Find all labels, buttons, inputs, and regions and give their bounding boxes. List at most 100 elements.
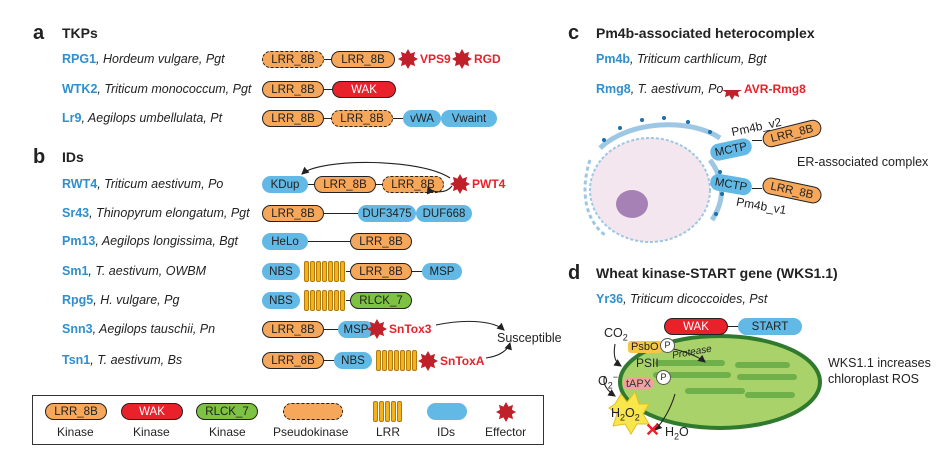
domain-lrr8b: LRR_8B — [314, 176, 376, 193]
panel-d-title: Wheat kinase-START gene (WKS1.1) — [596, 265, 838, 281]
domain-lrr8b: LRR_8B — [350, 233, 412, 250]
gene-name: Pm4b — [596, 52, 631, 66]
effector-icon — [452, 49, 472, 69]
domain-wak: WAK — [332, 81, 396, 98]
linker — [728, 326, 738, 327]
effector-label-avr-rmg8: AVR-Rmg8 — [744, 82, 806, 96]
legend-label-kinase: Kinase — [133, 425, 170, 439]
species-pathogen: , T. aestivum, OWBM — [88, 264, 207, 278]
co2-sub: 2 — [622, 332, 628, 343]
cell-er-diagram — [583, 90, 742, 243]
ros-note-line1: WKS1.1 increases — [828, 356, 931, 370]
gene-name: Snn3 — [62, 322, 93, 336]
linker — [346, 300, 350, 301]
domain-vwaint: Vwaint — [441, 110, 497, 127]
species-pathogen: , Triticum dicoccoides, Pst — [623, 292, 768, 306]
row-rpg1-label: RPG1, Hordeum vulgare, Pgt — [62, 52, 225, 66]
species-pathogen: , Aegilops tauschii, Pn — [92, 322, 216, 336]
domain-msp: MSP — [338, 321, 374, 338]
row-sm1-label: Sm1, T. aestivum, OWBM — [62, 264, 206, 278]
gene-name: Rmg8 — [596, 82, 631, 96]
legend-label-kinase: Kinase — [209, 425, 246, 439]
gene-name: Lr9 — [62, 111, 82, 125]
legend-box: LRR_8B Kinase WAK Kinase RLCK_7 Kinase P… — [32, 395, 544, 445]
domain-pseudokinase-lrr8b: LRR_8B — [262, 51, 324, 68]
yr36-label: Yr36, Triticum dicoccoides, Pst — [596, 292, 767, 306]
species-pathogen: , T. aestivum, Po — [630, 82, 724, 96]
effector-icon — [418, 351, 438, 371]
legend-swatch-effector-icon — [496, 402, 516, 422]
gene-name: Sr43 — [62, 206, 90, 220]
phospho-badge: P — [656, 370, 671, 385]
h2o-label: H2O — [665, 425, 689, 442]
legend-label-lrr: LRR — [376, 425, 401, 439]
psii-label: PSII — [636, 356, 659, 370]
linker — [324, 360, 334, 361]
effector-label-rgd: RGD — [474, 52, 501, 66]
co2-label: CO2 — [604, 326, 628, 343]
gene-name: Pm13 — [62, 234, 96, 248]
panel-b-letter: b — [33, 146, 46, 168]
legend-swatch-pseudokinase — [283, 403, 343, 420]
gene-name: RWT4 — [62, 177, 98, 191]
domain-vwa: vWA — [403, 110, 441, 127]
h2o2-sub1: 2 — [620, 412, 626, 423]
linker — [393, 118, 403, 119]
row-rwt4-label: RWT4, Triticum aestivum, Po — [62, 177, 223, 191]
svg-text:✕: ✕ — [645, 420, 660, 440]
row-wtk2-label: WTK2, Triticum monococcum, Pgt — [62, 82, 251, 96]
legend-label-kinase: Kinase — [57, 425, 94, 439]
effector-label-sntox3: SnTox3 — [389, 322, 432, 336]
row-sr43-label: Sr43, Thinopyrum elongatum, Pgt — [62, 206, 250, 220]
species-pathogen: , Triticum aestivum, Po — [97, 177, 224, 191]
legend-swatch-wak: WAK — [121, 403, 183, 420]
o2-sup: − — [612, 372, 619, 382]
psbo-label: PsbO — [628, 341, 662, 353]
domain-nbs: NBS — [262, 292, 300, 309]
linker — [752, 140, 762, 141]
co2-text: CO — [604, 326, 623, 340]
phospho-badge: P — [660, 338, 675, 353]
effector-icon — [450, 174, 470, 194]
row-tsn1-label: Tsn1, T. aestivum, Bs — [62, 353, 182, 367]
legend-swatch-rlck7: RLCK_7 — [196, 403, 258, 420]
linker — [324, 59, 331, 60]
panel-a-letter: a — [33, 22, 45, 44]
panel-c-letter: c — [568, 22, 580, 44]
gene-name: Yr36 — [596, 292, 624, 306]
susceptible-arrow — [485, 341, 512, 359]
effector-icon — [398, 49, 418, 69]
legend-label-effector: Effector — [485, 425, 527, 439]
interaction-arrow — [426, 185, 453, 195]
h2o-h: H — [665, 425, 675, 439]
domain-nbs: NBS — [334, 352, 372, 369]
linker — [346, 271, 350, 272]
chloroplast-diagram: ✕ — [603, 334, 822, 440]
linker — [412, 271, 422, 272]
legend-swatch-lrr — [373, 401, 402, 422]
domain-lrr8b: LRR_8B — [331, 51, 395, 68]
lrr-repeats — [304, 290, 345, 311]
o2-sub: 2 — [607, 380, 613, 391]
o2-text: O — [598, 374, 608, 389]
susceptible-arrow — [435, 320, 505, 331]
domain-lrr8b: LRR_8B — [262, 81, 324, 98]
h2o-sub: 2 — [674, 431, 680, 442]
row-rpg5-label: Rpg5, H. vulgare, Pg — [62, 293, 179, 307]
effector-label-pwt4: PWT4 — [472, 177, 506, 191]
effector-label-vps9: VPS9 — [420, 52, 451, 66]
linker — [324, 329, 338, 330]
tapx-label: tAPX — [623, 378, 655, 390]
h2o2-label: H2O2 — [611, 406, 640, 423]
domain-lrr8b: LRR_8B — [262, 110, 324, 127]
domain-msp: MSP — [422, 263, 462, 280]
rmg8-label: Rmg8, T. aestivum, Po — [596, 82, 723, 96]
domain-nbs: NBS — [262, 263, 300, 280]
gene-name: WTK2 — [62, 82, 98, 96]
domain-kdup: KDup — [262, 176, 308, 193]
interaction-arrow — [301, 161, 451, 179]
ros-note-line2: chloroplast ROS — [828, 372, 920, 386]
panel-d-letter: d — [568, 262, 581, 284]
lrr-repeats — [304, 261, 345, 282]
linker — [308, 184, 314, 185]
